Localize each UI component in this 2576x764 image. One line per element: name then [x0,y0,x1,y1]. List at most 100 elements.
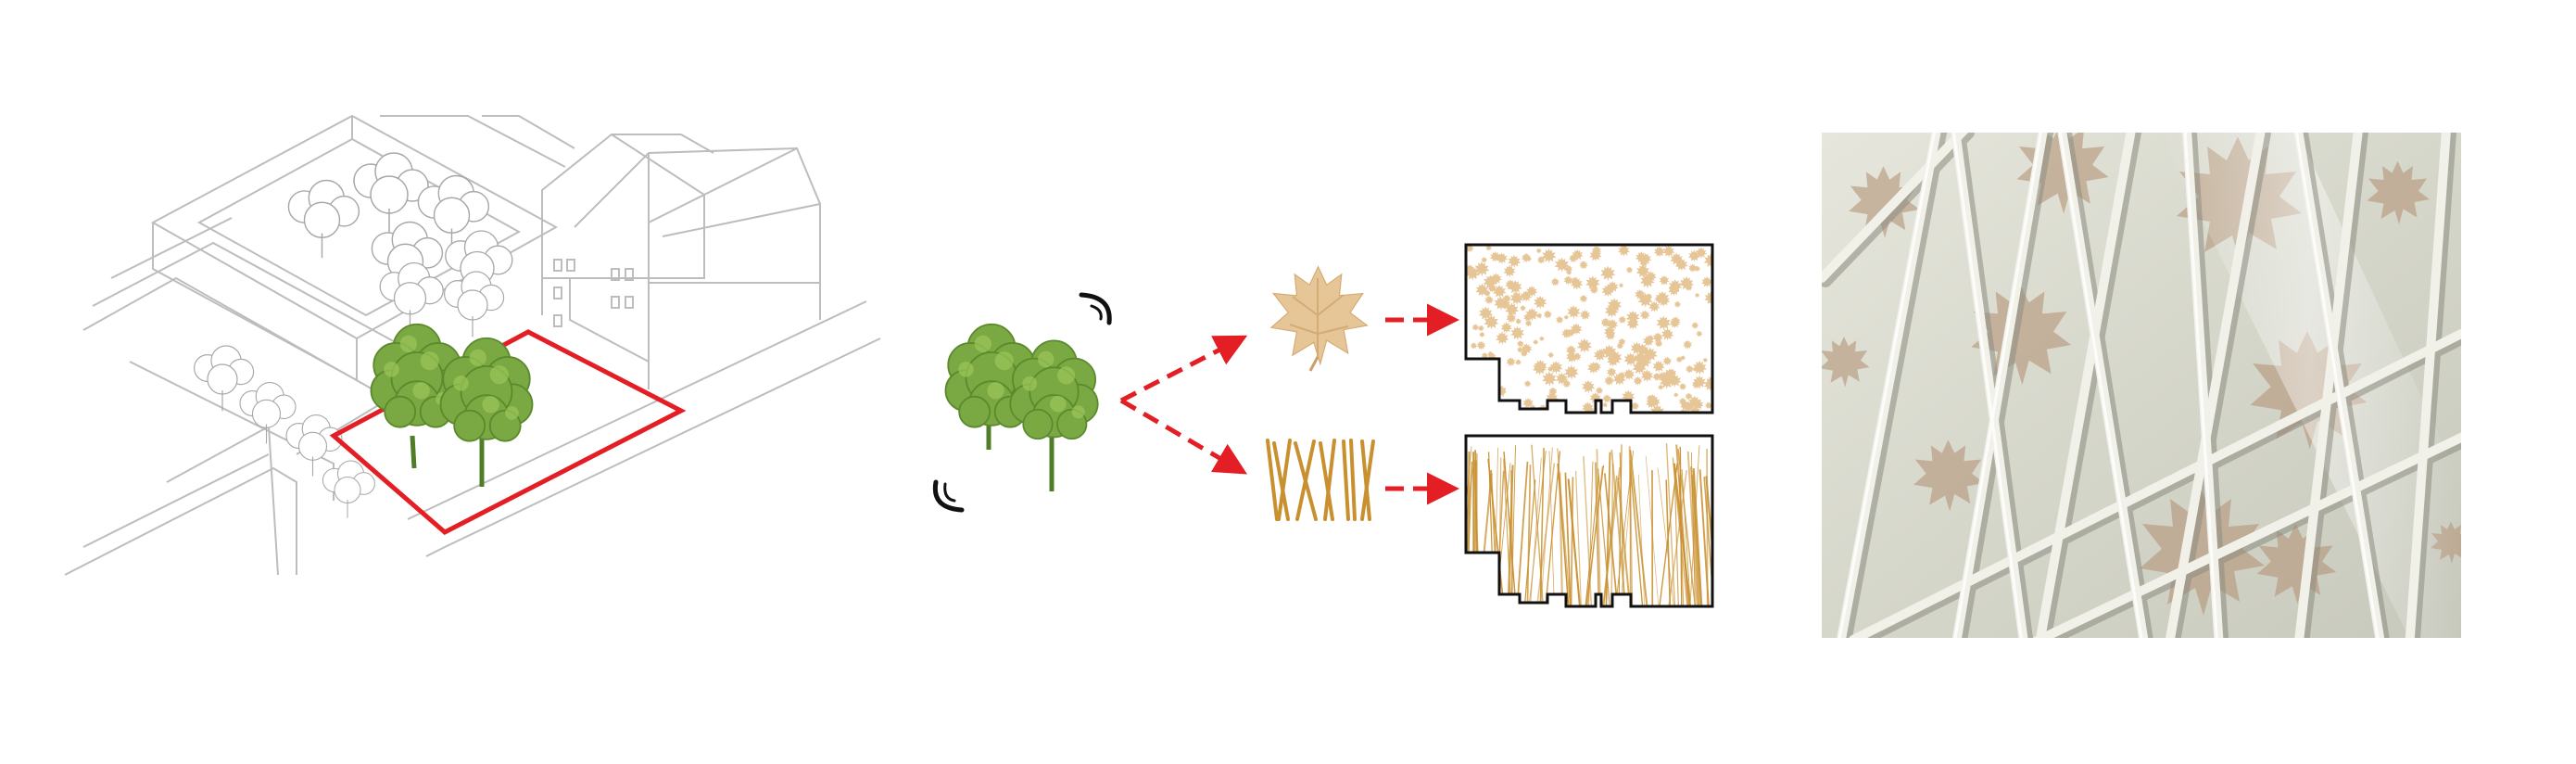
leaf-pattern-mark [1479,331,1485,338]
concept-process [932,243,1720,608]
leaf-pattern-mark [1625,266,1634,274]
leaf-pattern-mark [1618,283,1624,288]
leaf-pattern-mark [1565,345,1577,356]
leaf-pattern-mark [1476,340,1486,350]
site-axonometric [64,114,881,576]
branch-pattern-mark [1516,461,1529,606]
leaf-pattern-mark [1533,339,1539,346]
branch-pattern-mark [1605,452,1611,606]
branch-pattern-mark [1583,456,1593,606]
leaf-pattern-mark [1661,327,1674,341]
leaf-pattern-mark [1491,401,1505,413]
leaf-pattern-mark [1520,305,1526,312]
leaf-motif [1270,266,1368,372]
leaf-pattern-mark [1547,351,1555,359]
leaf-pattern-mark [1510,325,1525,341]
leaf-pattern-mark [1662,245,1675,258]
leaf-pattern-mark [1685,364,1694,374]
leaf-pattern-mark [1471,324,1480,331]
branch-pattern-facade [1464,434,1714,608]
leaf-pattern-mark [1713,281,1719,286]
leaf-pattern-mark [1498,401,1510,413]
leaf-pattern-mark [1604,376,1615,387]
leaf-pattern-mark [1579,260,1588,270]
leaf-pattern-mark [1470,342,1478,350]
branch-pattern-mark [1559,472,1564,606]
branch-pattern-mark [1630,470,1644,606]
wind-mark-bottom [932,479,965,513]
leaf-pattern-mark [1579,310,1591,321]
leaf-pattern-mark [1511,410,1526,413]
leaf-pattern-mark [1694,292,1700,299]
leaf-pattern-mark [1496,252,1509,264]
arrow-to-branch [1119,398,1248,475]
leaf-pattern-mark [1711,414,1720,422]
leaf-pattern-mark [1662,356,1673,366]
photo-diagonal-rods [1822,133,2461,638]
branch-pattern-mark [1703,477,1712,606]
leaf-pattern-mark [1582,379,1596,394]
branch-pattern-mark [1629,450,1649,606]
branch-pattern-mark [1523,479,1536,606]
branch-pattern-mark [1526,465,1532,606]
leaf-pattern-mark [1478,362,1493,377]
branch-pattern-mark [1539,447,1553,606]
leaf-pattern-mark [1656,315,1672,331]
leaf-pattern-mark [1503,264,1516,278]
leaf-pattern-mark [1516,339,1524,348]
leaf-pattern-mark [1659,274,1670,286]
branch-pattern-mark [1544,451,1561,606]
leaf-pattern-facade [1464,243,1720,428]
leaf-pattern-mark [1536,312,1543,319]
leaf-pattern-mark [1600,265,1616,282]
leaf-pattern-mark [1673,392,1679,398]
leaf-pattern-mark [1696,330,1703,337]
branch-pattern-mark [1665,479,1672,606]
branch-pattern-mark [1673,463,1692,606]
branch-pattern-mark [1477,473,1493,606]
leaf-pattern-mark [1618,315,1627,325]
leaf-pattern-mark [1701,276,1712,288]
leaf-pattern-mark [1555,315,1564,325]
leaf-pattern-mark [1523,380,1532,388]
leaf-pattern-mark [1679,276,1694,291]
branch-pattern-mark [1507,465,1514,606]
leaf-pattern-mark [1533,295,1547,310]
branch-pattern-mark [1596,449,1602,606]
leaf-pattern-mark [1479,373,1494,388]
branch-pattern-mark [1595,462,1600,606]
branch-pattern-mark [1567,478,1582,606]
wind-mark-top-inner [1090,304,1103,321]
leaf-pattern-mark [1563,314,1570,321]
branch-pattern-mark [1691,475,1702,606]
branch-pattern-mark [1529,457,1542,606]
leaf-pattern-mark [1698,414,1704,421]
leaf-pattern-mark [1534,359,1547,374]
leaf-pattern-mark [1500,322,1512,334]
site-trees [370,323,534,487]
leaf-pattern-mark [1484,295,1494,305]
branch-pattern-mark [1610,450,1627,606]
branch-pattern-mark [1618,444,1623,606]
leaf-pattern-mark [1653,246,1665,258]
branch-pattern-mark [1677,449,1697,606]
branch-pattern-mark [1686,451,1698,606]
leaf-pattern-mark [1606,367,1617,377]
leaf-pattern-mark [1633,376,1643,386]
source-tree [944,323,1099,491]
leaf-pattern-mark [1623,368,1635,381]
branch-pattern-mark [1585,465,1605,606]
leaf-pattern-mark [1570,277,1584,290]
branch-pattern-mark [1665,442,1676,606]
leaf-pattern-mark [1535,248,1542,254]
branch-pattern-mark [1637,474,1646,606]
leaf-pattern-mark [1702,357,1709,363]
leaf-pattern-mark [1602,394,1612,404]
leaf-pattern-mark [1681,414,1695,428]
leaf-pattern-mark [1542,371,1558,387]
branch-pattern-mark [1539,447,1545,606]
branch-pattern-mark [1503,458,1512,606]
wind-mark-top [1079,292,1112,325]
